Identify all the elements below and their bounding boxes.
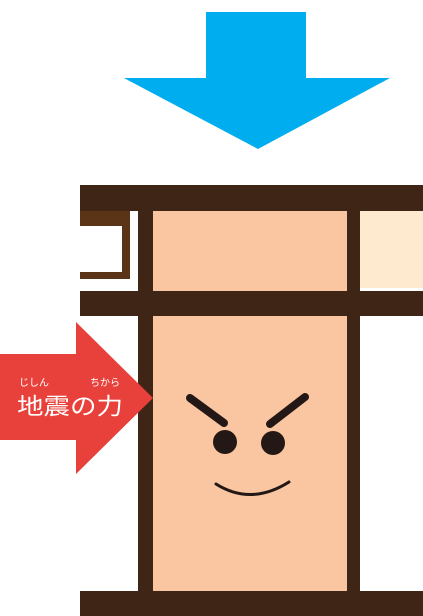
ruby-chikara: ちから [90, 377, 120, 389]
arrow-right-icon [0, 322, 153, 474]
right-eye [261, 431, 285, 455]
ruby-jishin: じしん [19, 377, 49, 389]
bottom-beam [80, 591, 423, 616]
mouth [214, 480, 291, 496]
right-room [358, 211, 423, 288]
earthquake-force-label: 地震の力 [17, 394, 123, 420]
left-eyebrow [186, 394, 228, 427]
lower-pillar [153, 316, 347, 591]
top-beam [80, 185, 423, 211]
middle-beam [80, 291, 423, 316]
right-eyebrow [266, 393, 309, 428]
upper-pillar [153, 211, 347, 291]
angry-face-icon [186, 393, 309, 496]
left-room-opening [80, 226, 122, 272]
right-post [347, 185, 360, 616]
arrow-down-icon [124, 12, 390, 149]
left-eye [213, 430, 237, 454]
